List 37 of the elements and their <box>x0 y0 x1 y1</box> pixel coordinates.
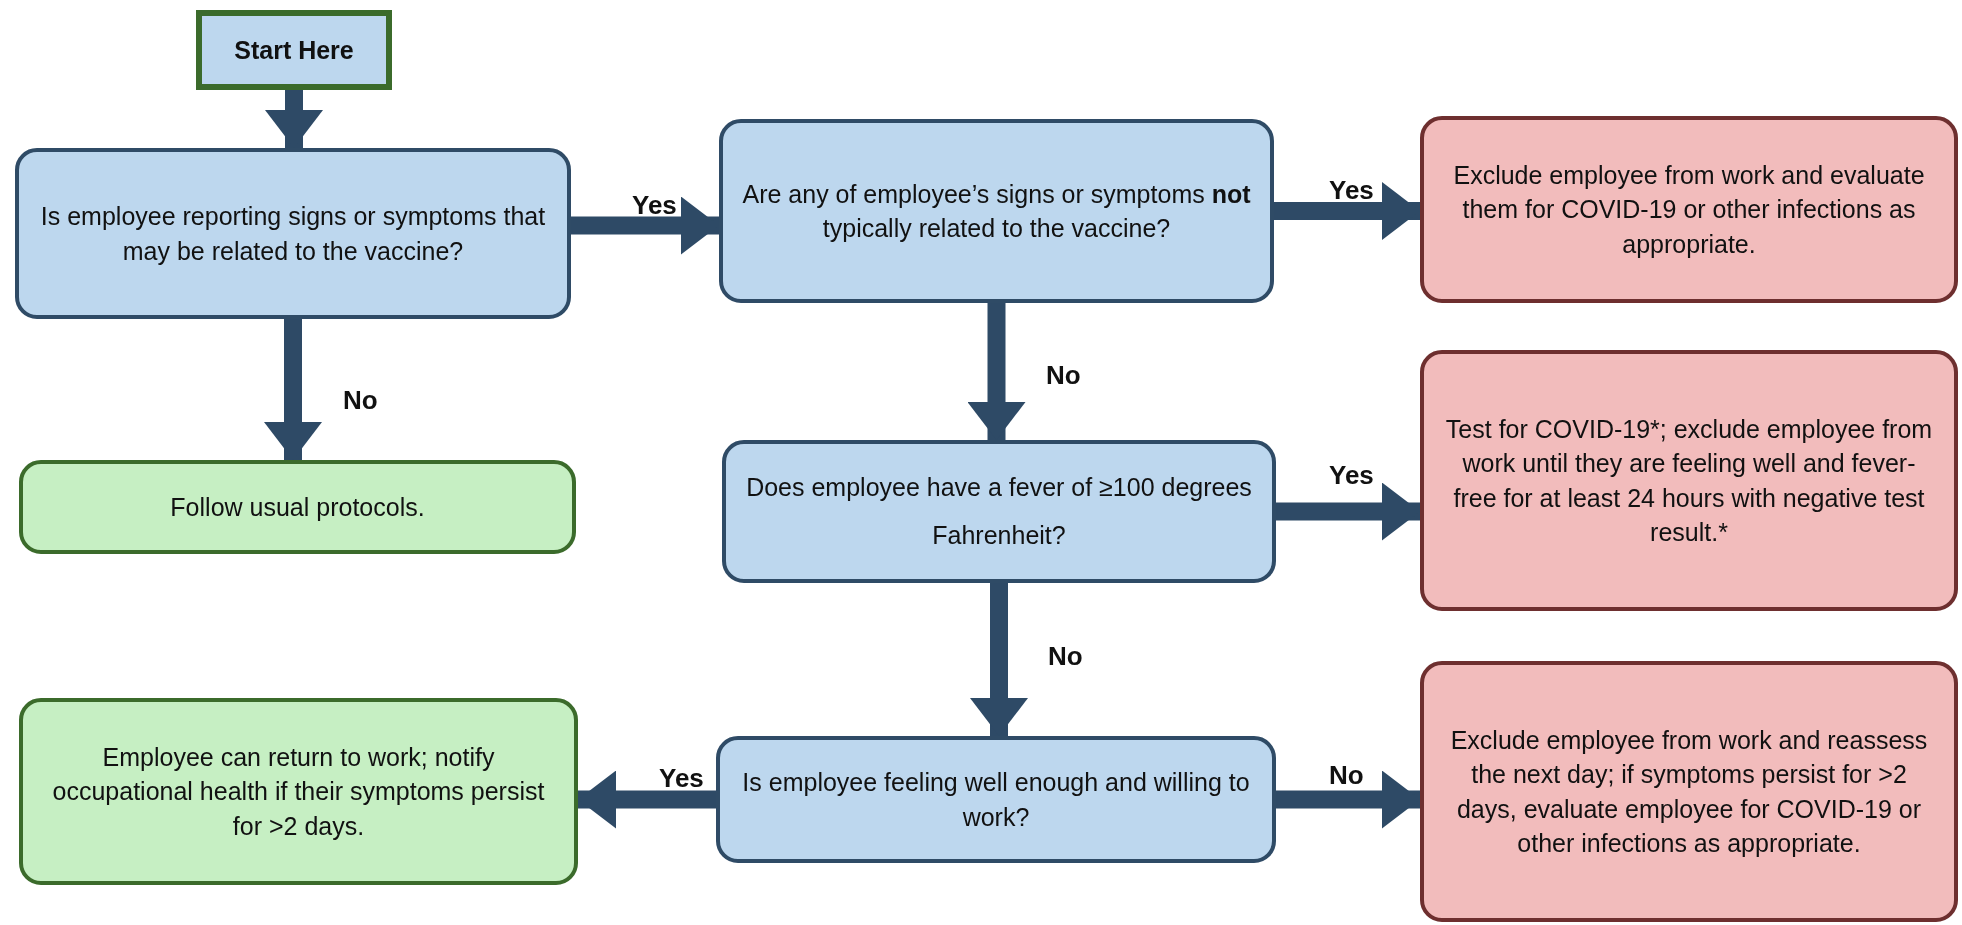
decision-box <box>722 440 1276 583</box>
edge-label: No <box>343 385 378 416</box>
arrow <box>264 319 322 460</box>
outcome-box <box>19 460 576 554</box>
node-text: Is employee reporting signs or symptoms that may be related to the vaccine? <box>39 201 547 267</box>
node-text: Test for COVID-19*; exclude employee from work until they are feeling well and fever-free for at least 24 hours with negative test result.* <box>1444 413 1934 548</box>
arrow <box>1276 770 1420 829</box>
action-box <box>1420 116 1958 303</box>
start-box <box>196 10 392 90</box>
node-text: Are any of employee’s signs or symptoms not typically related to the vaccine? <box>741 178 1252 244</box>
arrow <box>571 196 719 255</box>
decision-box <box>716 736 1276 863</box>
edge-label: Yes <box>1329 460 1374 491</box>
outcome-box <box>19 698 578 885</box>
edge-label: No <box>1048 641 1083 672</box>
node-text: Exclude employee from work and reassess the next day; if symptoms persist for >2 days, evaluate employee for COVID-19 or other infections as appropriate. <box>1449 724 1929 859</box>
node-text: Exclude employee from work and evaluate them for COVID-19 or other infections as appropriate. <box>1452 159 1926 260</box>
node-text: Start Here <box>234 34 354 66</box>
node-text: Is employee feeling well enough and willing to work? <box>741 767 1251 833</box>
action-box <box>1420 661 1958 922</box>
arrow <box>1276 482 1420 541</box>
decision-box <box>719 119 1274 303</box>
arrow <box>1274 182 1420 240</box>
arrow <box>970 583 1028 736</box>
arrow <box>578 770 716 829</box>
node-text: Follow usual protocols. <box>170 491 425 523</box>
node-text: Does employee have a fever of ≥100 degrees Fahrenheit? <box>745 472 1253 551</box>
edge-label: No <box>1329 760 1364 791</box>
arrow <box>967 303 1026 440</box>
edge-label: No <box>1046 360 1081 391</box>
action-box <box>1420 350 1958 611</box>
decision-box <box>15 148 571 319</box>
edge-label: Yes <box>632 190 677 221</box>
arrow <box>265 90 323 148</box>
node-text: Employee can return to work; notify occupational health if their symptoms persist for >2 days. <box>51 741 546 842</box>
edge-label: Yes <box>659 763 704 794</box>
edge-label: Yes <box>1329 175 1374 206</box>
